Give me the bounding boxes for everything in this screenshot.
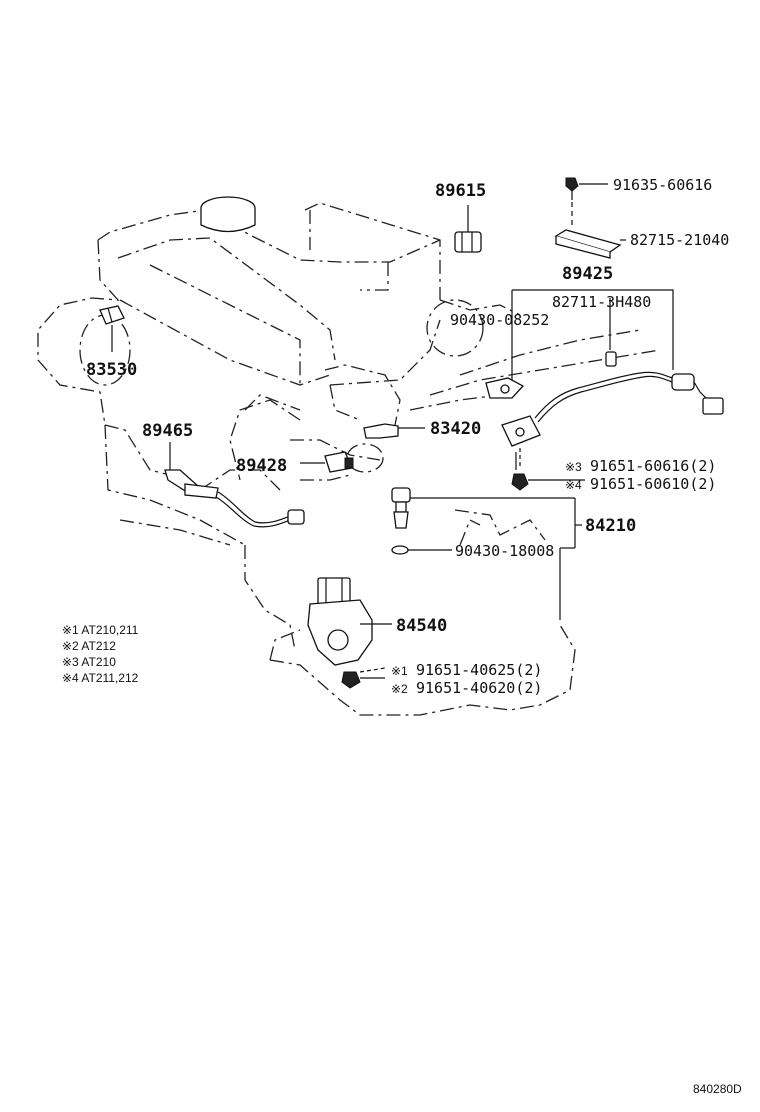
engine-outline [37,202,661,716]
oil-filler-cap [200,196,256,233]
label-83530: 83530 [86,360,137,380]
part-83530-sensor [99,305,125,352]
part-91635-bolt [565,177,608,228]
part-89425-oxygen-sensor [485,371,724,447]
label-91651-60610: 91651-60610(2) [590,475,716,493]
label-89465: 89465 [142,421,193,441]
label-84210: 84210 [585,516,636,536]
part-90430-18008-gasket [391,545,452,555]
label-82711: 82711-3H480 [552,293,651,311]
label-mark-1: ※1 [391,664,408,678]
part-83420-sensor [363,423,425,439]
part-82711-plug [605,351,617,367]
label-91651-40620: 91651-40620(2) [416,679,542,697]
label-mark-3: ※3 [565,460,582,474]
note-3: ※3 AT210 [62,655,116,669]
label-91635: 91635-60616 [613,176,712,194]
label-91651-40625: 91651-40625(2) [416,661,542,679]
label-89615: 89615 [435,181,486,201]
label-mark-2: ※2 [391,682,408,696]
label-89425: 89425 [562,264,613,284]
label-84540: 84540 [396,616,447,636]
diagram-code: 840280D [693,1082,742,1096]
label-83420: 83420 [430,419,481,439]
part-89428-sensor [300,451,354,473]
part-89615-sensor [454,205,482,253]
part-89465-oxygen-sensor [164,442,305,528]
label-mark-4: ※4 [565,478,582,492]
note-2: ※2 AT212 [62,639,116,653]
part-labels: 89615 91635-60616 82715-21040 89425 8271… [86,176,729,697]
label-90430-18008: 90430-18008 [455,542,554,560]
part-91651-6061x-bolt [511,448,585,491]
label-82715: 82715-21040 [630,231,729,249]
label-89428: 89428 [236,456,287,476]
note-1: ※1 AT210,211 [62,623,139,637]
note-4: ※4 AT211,212 [62,671,139,685]
part-84210-pressure-switch [391,487,582,620]
part-82715-bracket [554,229,626,259]
part-84540-switch [307,577,392,666]
notes-legend: ※1 AT210,211 ※2 AT212 ※3 AT210 ※4 AT211,… [62,623,139,685]
label-90430-08252: 90430-08252 [450,311,549,329]
leader-89425 [511,289,674,380]
label-91651-60616: 91651-60616(2) [590,457,716,475]
part-91651-4062x-bolt [341,667,386,689]
